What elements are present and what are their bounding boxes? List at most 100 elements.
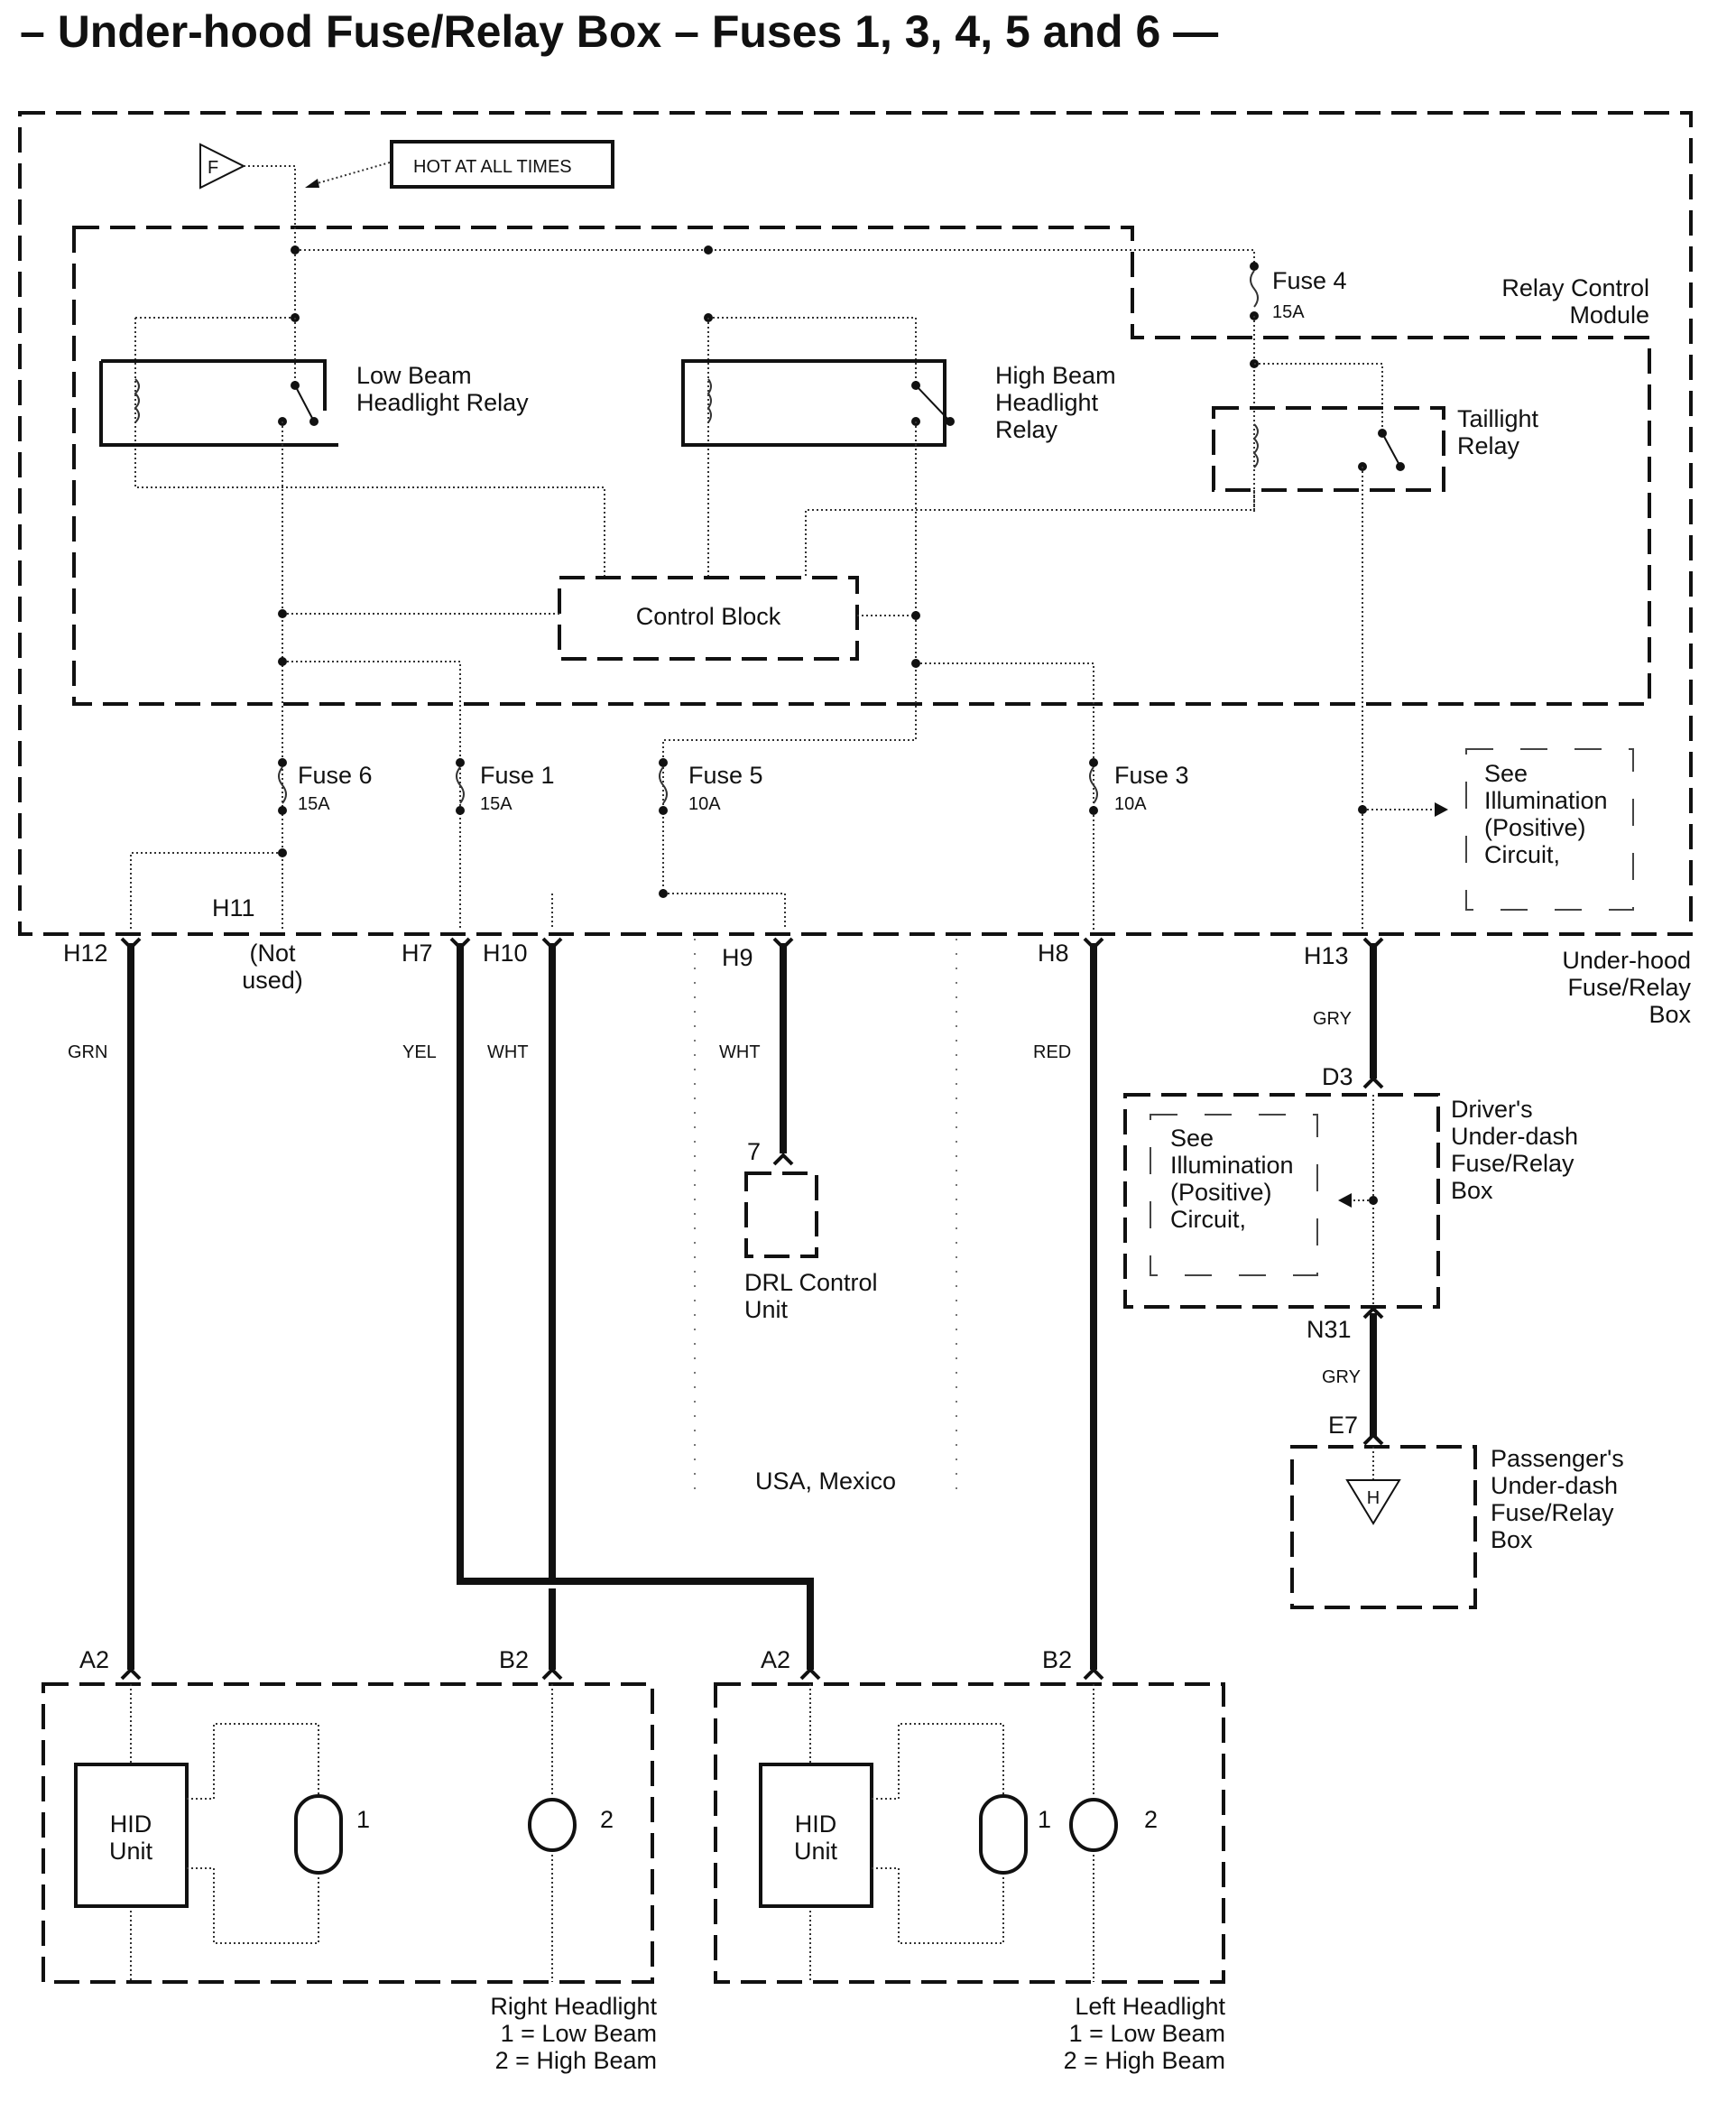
fuse-3: Fuse 3 10A [1089,758,1189,815]
low-beam-relay-label: Low Beam [356,362,472,389]
svg-text:Relay: Relay [995,416,1058,443]
hid-unit [74,1763,189,1908]
drl-control-unit-label: DRL Control [744,1269,878,1296]
low-beam-relay-box [99,359,338,447]
svg-text:used): used) [242,967,303,994]
drl-control-unit-box [744,1171,818,1258]
svg-text:1: 1 [1038,1806,1051,1833]
svg-text:10A: 10A [688,794,721,814]
connector-marks [120,937,1384,1681]
relay-control-module-outline [72,226,1651,706]
svg-text:15A: 15A [480,794,512,814]
svg-text:Fuse 1: Fuse 1 [480,762,555,789]
wire-source [244,165,296,316]
svg-text:2 = High Beam: 2 = High Beam [495,2047,657,2074]
svg-text:Module: Module [1569,301,1649,329]
relay-coil-icon [706,378,712,423]
arrow-head-icon [305,179,319,188]
ground-h-icon: H [1345,1479,1401,1525]
fuse-4-label: Fuse 4 [1272,267,1347,294]
high-beam-bulb-icon [1069,1798,1118,1852]
svg-text:H12: H12 [63,940,108,967]
fuse-4-rating: 15A [1272,302,1305,322]
fuse-icon [659,766,668,804]
svg-text:Fuse/Relay: Fuse/Relay [1491,1499,1614,1526]
svg-text:Control Block: Control Block [636,603,781,630]
power-bus [295,249,1255,271]
control-block [558,576,859,661]
svg-text:Circuit,: Circuit, [1170,1206,1246,1233]
wire-color-h7: YEL [402,1042,437,1062]
hot-at-all-times-box [390,140,614,189]
relay-switch-icon [915,384,951,422]
svg-text:B2: B2 [1042,1646,1072,1673]
svg-text:H: H [1367,1488,1380,1508]
svg-text:Headlight Relay: Headlight Relay [356,389,529,416]
svg-text:B2: B2 [499,1646,529,1673]
power-source-f-icon: F [199,143,246,190]
svg-text:2: 2 [600,1806,614,1833]
harness-wires [127,943,1377,1670]
svg-text:Fuse/Relay: Fuse/Relay [1567,974,1691,1001]
passengers-box-label: Passenger's [1491,1445,1624,1472]
fuse-4-icon [1250,270,1259,308]
fuse-icon [278,766,287,804]
fuse-1: Fuse 1 15A [456,758,555,815]
svg-text:E7: E7 [1328,1412,1358,1439]
wire-color-h8: RED [1033,1042,1071,1062]
drivers-box-label: Driver's [1451,1096,1533,1123]
taillight-relay-box [1212,406,1445,492]
svg-text:H13: H13 [1304,942,1349,969]
svg-text:10A: 10A [1114,794,1147,814]
region-boundary [694,939,957,1489]
high-beam-relay-box [681,359,946,447]
left-headlight: HID Unit 1 2 [714,1682,1225,1984]
wire-color-h10: WHT [487,1042,529,1062]
svg-text:7: 7 [747,1138,761,1165]
wire-color-h12: GRN [68,1042,107,1062]
wire-color-h13: GRY [1313,1009,1352,1029]
svg-text:Circuit,: Circuit, [1484,841,1560,868]
svg-text:Fuse 3: Fuse 3 [1114,762,1189,789]
svg-text:Relay Control: Relay Control [1501,274,1649,301]
svg-text:A2: A2 [761,1646,790,1673]
right-headlight: HID Unit 1 2 [42,1682,654,1984]
svg-text:D3: D3 [1322,1063,1353,1090]
hid-unit [759,1763,873,1908]
under-hood-box-label: Under-hood [1562,947,1691,974]
svg-text:1 = Low Beam: 1 = Low Beam [501,2020,657,2047]
high-beam-relay-label: High Beam [995,362,1116,389]
low-beam-bulb-icon [979,1794,1028,1875]
svg-text:Unit: Unit [109,1838,153,1865]
callout-arrow [310,162,391,186]
fuse-icon [456,766,465,804]
relay-switch-icon [1381,432,1401,468]
wire-color-h9: WHT [719,1042,761,1062]
relay-coil-icon [134,378,140,423]
svg-text:Under-dash: Under-dash [1451,1123,1578,1150]
diagram-title: – Under-hood Fuse/Relay Box – Fuses 1, 3… [20,6,1218,57]
svg-text:1: 1 [356,1806,370,1833]
relay-coil-icon [1252,423,1259,468]
svg-text:H10: H10 [483,940,528,967]
svg-text:Unit: Unit [744,1296,789,1323]
svg-text:HID: HID [110,1810,152,1838]
region-note: USA, Mexico [755,1468,896,1495]
drivers-under-dash-box [1123,1093,1440,1309]
svg-text:Fuse 5: Fuse 5 [688,762,763,789]
relay-switch-icon [294,384,315,422]
taillight-relay-label: Taillight [1457,405,1539,432]
svg-text:(Positive): (Positive) [1170,1179,1272,1206]
svg-text:2: 2 [1144,1806,1158,1833]
arrow-right-icon [1435,802,1448,817]
svg-text:2 = High Beam: 2 = High Beam [1064,2047,1225,2074]
svg-text:Under-dash: Under-dash [1491,1472,1618,1499]
svg-text:1 = Low Beam: 1 = Low Beam [1069,2020,1225,2047]
svg-text:H7: H7 [402,940,433,967]
svg-text:HOT AT ALL TIMES: HOT AT ALL TIMES [413,157,572,177]
svg-text:(Positive): (Positive) [1484,814,1586,841]
svg-text:Box: Box [1648,1001,1691,1028]
svg-text:Box: Box [1451,1177,1493,1204]
svg-text:See: See [1484,760,1528,787]
